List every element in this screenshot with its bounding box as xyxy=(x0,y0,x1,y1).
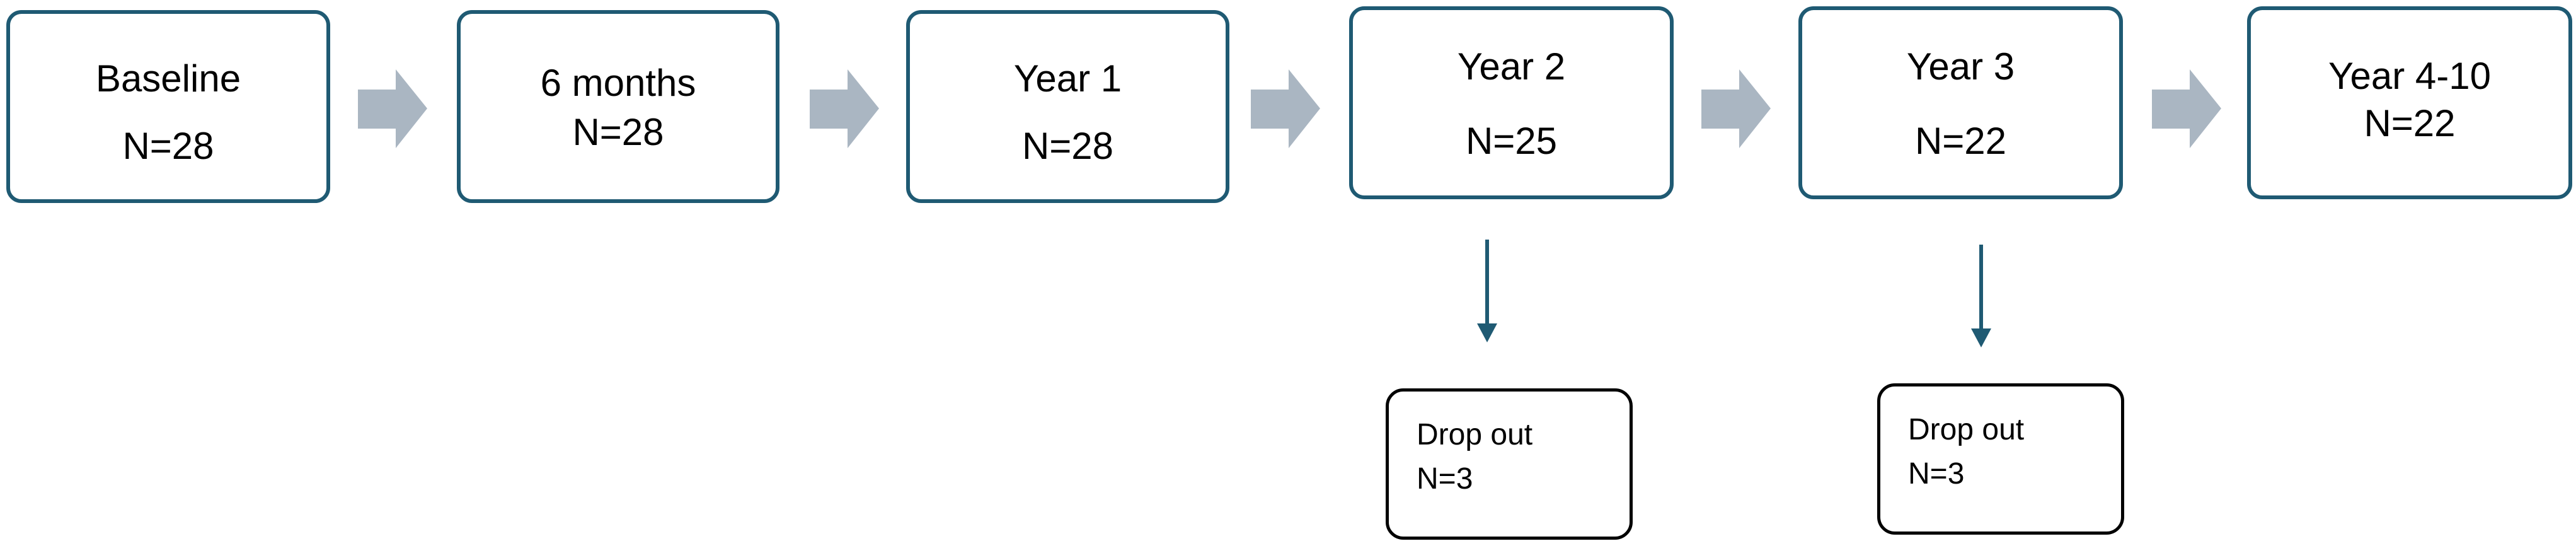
stage-count: N=28 xyxy=(1021,125,1114,167)
down-arrow-year-3 xyxy=(1971,245,1991,347)
dropout-label: Drop out xyxy=(1417,418,1533,451)
stage-box-year-2: Year 2 N=25 xyxy=(1349,6,1674,199)
stage-count: N=25 xyxy=(1465,120,1558,162)
arrow-shape xyxy=(810,69,879,148)
flow-arrow-1 xyxy=(358,69,427,148)
stage-box-6-months: 6 months N=28 xyxy=(457,10,779,203)
stage-count: N=28 xyxy=(122,125,214,167)
flow-arrow-3 xyxy=(1251,69,1320,148)
arrow-head xyxy=(1477,323,1497,342)
stage-count: N=22 xyxy=(1914,120,2007,162)
stage-box-year-3: Year 3 N=22 xyxy=(1798,6,2123,199)
stage-label: Year 4-10 xyxy=(2328,55,2491,97)
stage-count: N=28 xyxy=(572,111,664,153)
dropout-count: N=3 xyxy=(1417,462,1473,496)
flow-arrow-5 xyxy=(2152,69,2221,148)
arrow-shape xyxy=(1251,69,1320,148)
flow-arrow-4 xyxy=(1701,69,1771,148)
arrow-shape xyxy=(358,69,427,148)
stage-count: N=22 xyxy=(2364,102,2456,144)
stage-label: 6 months xyxy=(540,62,696,104)
arrow-shape xyxy=(1701,69,1771,148)
arrow-head xyxy=(1971,328,1991,347)
arrow-shape xyxy=(2152,69,2221,148)
dropout-count: N=3 xyxy=(1908,457,1965,491)
stage-label: Baseline xyxy=(95,57,241,100)
dropout-box-year-3: Drop out N=3 xyxy=(1877,383,2124,535)
flow-arrow-2 xyxy=(810,69,879,148)
stage-label: Year 1 xyxy=(1013,57,1122,100)
stage-box-year-4-10: Year 4-10 N=22 xyxy=(2247,6,2572,199)
dropout-label: Drop out xyxy=(1908,413,2025,446)
dropout-box-year-2: Drop out N=3 xyxy=(1386,388,1633,540)
stage-box-year-1: Year 1 N=28 xyxy=(906,10,1229,203)
down-arrow-year-2 xyxy=(1477,240,1497,342)
stage-label: Year 3 xyxy=(1906,45,2015,88)
stage-box-baseline: Baseline N=28 xyxy=(6,10,330,203)
stage-label: Year 2 xyxy=(1457,45,1566,88)
